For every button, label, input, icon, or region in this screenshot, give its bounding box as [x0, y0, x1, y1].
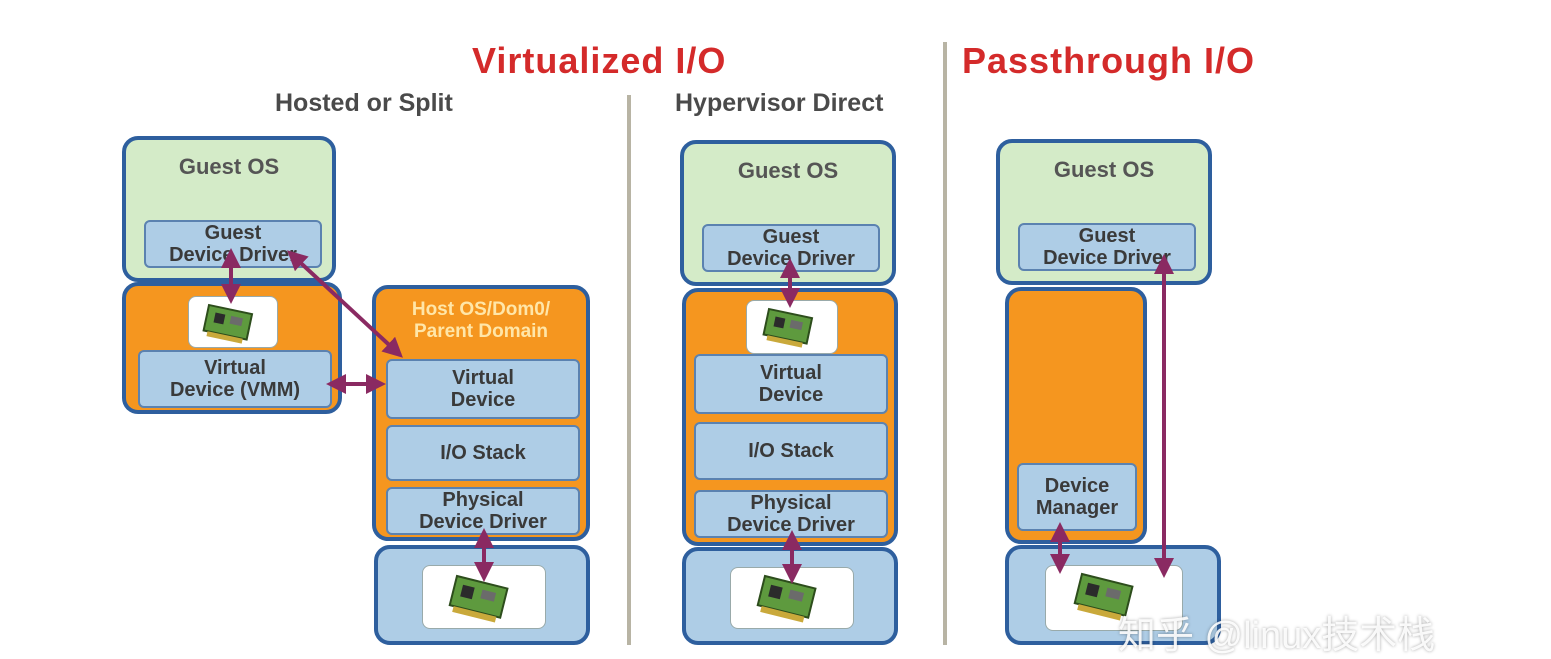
hosted-hw-nic-card	[422, 565, 546, 629]
passthrough-io-title: Passthrough I/O	[962, 40, 1256, 81]
direct-guest-device-driver: Guest Device Driver	[702, 224, 880, 272]
host-os-box: Host OS/Dom0/ Parent Domain Virtual Devi…	[372, 285, 590, 541]
nic-card-icon	[1073, 572, 1134, 621]
arrows-layer	[221, 248, 1174, 584]
section-divider-2	[943, 42, 947, 645]
nic-card-icon	[756, 574, 817, 623]
hosted-split-subtitle: Hosted or Split	[275, 89, 453, 117]
hosted-guest-os-label: Guest OS	[178, 154, 280, 179]
direct-virtual-device: Virtual Device	[694, 354, 888, 414]
pass-device-manager: Device Manager	[1017, 463, 1137, 531]
hypervisor-box: Virtual Device I/O Stack Physical Device…	[682, 288, 898, 546]
host-os-label: Host OS/Dom0/ Parent Domain	[411, 299, 551, 342]
hypervisor-direct-subtitle: Hypervisor Direct	[675, 89, 884, 117]
section-divider-1	[627, 95, 631, 645]
nic-card-icon	[762, 307, 814, 348]
direct-guest-os-label: Guest OS	[737, 158, 839, 183]
host-virtual-device: Virtual Device	[386, 359, 580, 419]
direct-vmm-nic-card	[746, 300, 838, 354]
host-physical-device-driver: Physical Device Driver	[386, 487, 580, 535]
hosted-vmm-box: Virtual Device (VMM)	[122, 282, 342, 414]
hosted-vmm-nic-card	[188, 296, 278, 348]
nic-card-icon	[448, 574, 509, 623]
arrow-guest-to-host	[287, 250, 403, 358]
virtualized-io-title: Virtualized I/O	[472, 40, 727, 81]
watermark: 知乎 @linux技术栈	[1118, 615, 1436, 657]
pass-guest-os-label: Guest OS	[1053, 157, 1155, 182]
direct-io-stack: I/O Stack	[694, 422, 888, 480]
pass-vmm-box: Device Manager	[1005, 287, 1147, 544]
hosted-virtual-device-vmm: Virtual Device (VMM)	[138, 350, 332, 408]
nic-card-icon	[202, 303, 254, 344]
host-io-stack: I/O Stack	[386, 425, 580, 481]
